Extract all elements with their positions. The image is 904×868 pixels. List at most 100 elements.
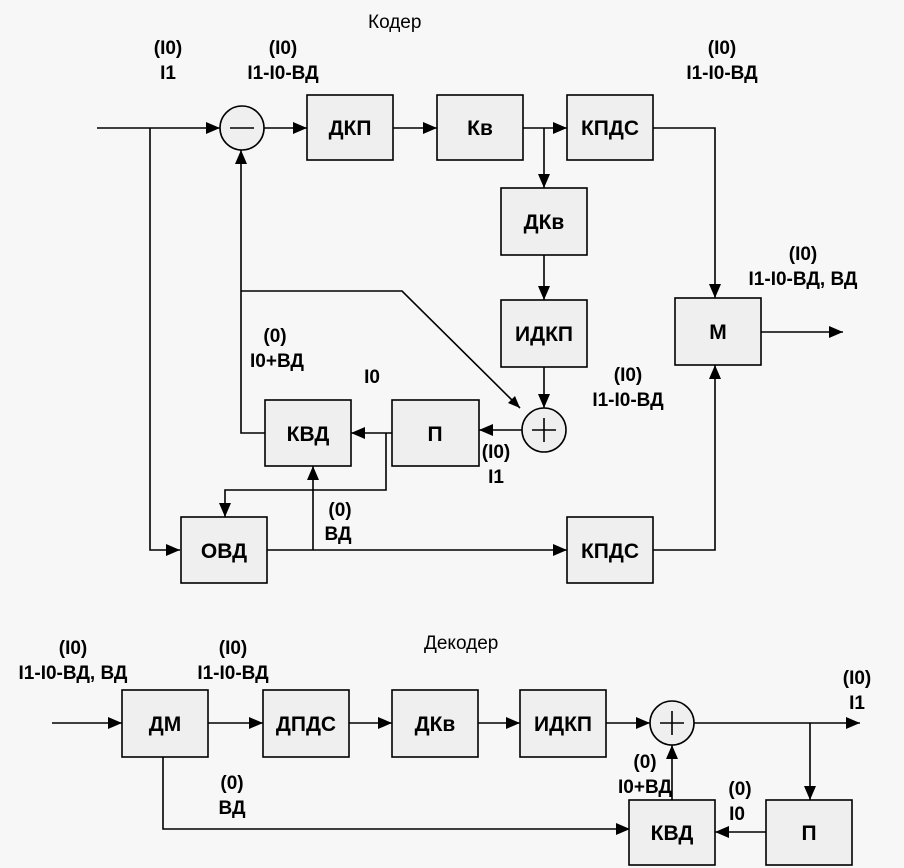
label-fb-top: (0) [263,326,286,347]
block-label: П [427,423,442,446]
decoder-title: Декодер [424,633,498,654]
arrowhead [666,745,678,759]
label-sub-top: (I0) [269,38,298,59]
block-label: ДПДС [276,713,336,736]
arrowhead [538,394,550,408]
arrowhead [846,717,860,729]
block-label: ДКП [329,117,372,140]
coder-block-kvd: КВД [264,399,352,467]
arrowhead [206,122,220,134]
label-idkp-out-top: (I0) [614,365,643,386]
block-label: Кв [467,117,493,140]
label-kvd-out-bot: I0+ВД [618,777,672,798]
label-p-out-bot: I0 [729,804,745,825]
coder-block-m: М [674,297,762,366]
label-idkp-out-bot: I1-I0-ВД [592,390,664,411]
block-label: ОВД [201,540,247,563]
label-dm-out-bot: I1-I0-ВД [197,663,269,684]
label-sub-bot: I1-I0-ВД [247,63,319,84]
kpds-to-m [653,127,716,298]
label-m-in-top: (I0) [789,244,818,265]
coder-block-kv: Кв [436,94,524,161]
decoder-block-kvd: КВД [628,799,716,866]
arrowhead [538,174,550,188]
label-kpds-bot: I1-I0-ВД [686,63,758,84]
arrowhead [378,717,392,729]
block-label: ИДКП [515,323,573,346]
fb-to-sum-diag [241,290,521,409]
block-label: ИДКП [534,713,592,736]
decoder-block-dkv: ДКв [391,689,479,758]
arrowhead [553,544,567,556]
arrowhead [508,396,520,408]
arrowhead [351,427,365,439]
arrowhead [553,122,567,134]
label-dec-out-top: (I0) [843,668,872,689]
decoder-block-p: П [765,799,853,866]
decoder-signal-labels: (I0) I1-I0-ВД, ВД (I0) I1-I0-ВД (I0) I1 … [19,638,872,825]
coder-block-p: П [391,399,480,467]
label-dm-out-top: (I0) [219,638,248,659]
arrowhead [108,717,122,729]
arrowhead [423,122,437,134]
arrowhead [293,122,307,134]
arrowhead [616,823,630,835]
arrowhead [709,365,721,379]
block-label: ДМ [149,713,181,736]
arrowhead [166,544,180,556]
block-label: КВД [651,822,694,845]
block-label: КВД [287,423,330,446]
arrowhead [219,503,231,517]
block-label: ДКв [415,713,456,736]
coder-block-kpds-top: КПДС [566,94,654,161]
coder-block-idkp: ИДКП [500,299,588,368]
arrowhead [804,786,816,800]
block-label: ДКв [524,211,565,234]
coder-block-ovd: ОВД [180,516,268,584]
label-input-top: (I0) [154,38,183,59]
subtractor-node [219,105,265,151]
decoder-adder-node [649,700,695,746]
block-label: М [709,321,727,344]
block-label: КПДС [581,117,639,140]
label-p-out-top: (0) [728,779,751,800]
label-dec-in-top: (I0) [59,638,88,659]
decoder-block-idkp: ИДКП [519,689,607,758]
arrowhead [307,466,319,480]
coder-arrows [166,122,843,556]
arrowhead [829,326,843,338]
input-branch-to-ovd [149,128,180,551]
decoder-connections [52,722,860,833]
coder-signal-labels: (I0) I1 (I0) I1-I0-ВД (I0) I1-I0-ВД (I0)… [154,38,858,545]
arrowhead [506,717,520,729]
decoder-block-dm: ДМ [121,689,209,758]
arrowhead [235,150,247,164]
coder-title: Кодер [368,12,421,33]
decoder-block-dpds: ДПДС [262,689,350,758]
label-input-bot: I1 [160,63,176,84]
arrowhead [709,284,721,298]
coder-block-dkv: ДКв [500,187,588,256]
label-i0: I0 [364,367,380,388]
label-vd-top: (0) [220,773,243,794]
label-sum-out-top: (I0) [482,442,511,463]
coder-block-dkp: ДКП [306,94,394,161]
label-m-in-bot: I1-I0-ВД, ВД [749,269,858,290]
label-ovd-top: (0) [328,500,351,521]
label-dec-out-bot: I1 [849,693,865,714]
label-sum-out-bot: I1 [488,467,504,488]
arrowhead [479,424,493,436]
dm-to-kvd [162,757,630,830]
kpds-to-m-bottom [653,365,716,551]
block-label: П [801,822,816,845]
arrowhead [538,286,550,300]
adder-node [521,407,567,453]
decoder-arrows [108,717,860,838]
block-label: КПДС [581,540,639,563]
label-fb-bot: I0+ВД [250,351,304,372]
label-dec-in-bot: I1-I0-ВД, ВД [19,663,128,684]
coder-block-kpds-bottom: КПДС [566,516,654,584]
arrowhead [715,826,729,838]
